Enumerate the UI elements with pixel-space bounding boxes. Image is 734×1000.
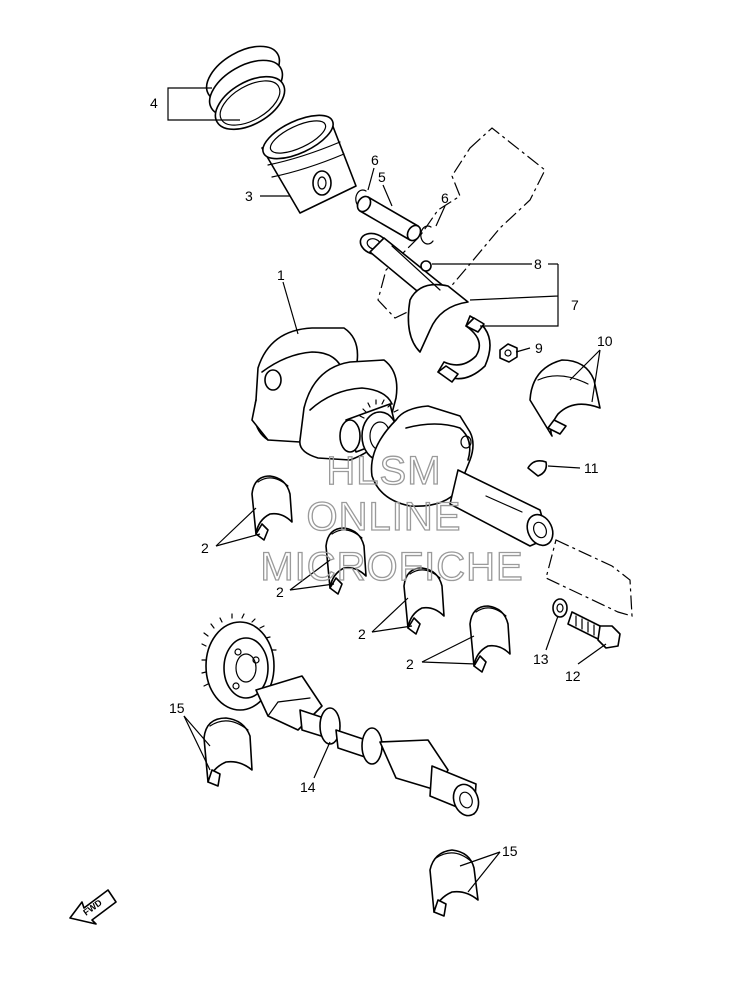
main-bearing-2 bbox=[325, 527, 367, 595]
conrod-outline-dashed bbox=[377, 127, 546, 319]
balancer-bearing-1 bbox=[203, 717, 253, 787]
callout-8: 8 bbox=[534, 256, 542, 272]
watermark-line-1: HLSM bbox=[326, 449, 441, 493]
rod-cap bbox=[437, 315, 491, 383]
callout-13: 13 bbox=[533, 651, 549, 667]
callout-11: 11 bbox=[584, 460, 599, 476]
connecting-rod bbox=[359, 232, 469, 353]
watermark-line-3: MICROFICHE bbox=[260, 545, 523, 589]
callout-15-second: 15 bbox=[502, 843, 518, 859]
balancer-shaft bbox=[201, 613, 480, 817]
callout-14: 14 bbox=[300, 779, 316, 795]
leader-lines bbox=[167, 87, 607, 893]
callout-12: 12 bbox=[565, 668, 581, 684]
woodruff-key bbox=[527, 460, 548, 477]
watermark: HLSM ONLINE MICROFICHE bbox=[260, 448, 524, 589]
main-bearing-4 bbox=[469, 605, 511, 673]
callout-5: 5 bbox=[378, 169, 386, 185]
crankshaft bbox=[251, 327, 554, 547]
main-bearing-3 bbox=[403, 567, 445, 635]
bolt-axis-dashed bbox=[545, 539, 633, 617]
piston bbox=[261, 114, 357, 214]
rod-nut bbox=[499, 343, 518, 363]
callout-6-left: 6 bbox=[371, 152, 379, 168]
callout-10: 10 bbox=[597, 333, 613, 349]
main-bearing-1 bbox=[251, 475, 293, 541]
big-end-bearing bbox=[529, 359, 601, 437]
callout-2-first: 2 bbox=[201, 540, 209, 556]
callout-4: 4 bbox=[150, 95, 158, 111]
callout-7: 7 bbox=[571, 297, 579, 313]
callout-2-third: 2 bbox=[358, 626, 366, 642]
washer bbox=[552, 598, 568, 618]
crank-bolt bbox=[567, 611, 621, 649]
callout-3: 3 bbox=[245, 188, 253, 204]
fwd-arrow: FWD bbox=[69, 889, 117, 925]
callout-15-first: 15 bbox=[169, 700, 185, 716]
callout-2-fourth: 2 bbox=[406, 656, 414, 672]
watermark-line-2: ONLINE bbox=[307, 495, 462, 539]
callout-9: 9 bbox=[535, 340, 543, 356]
callout-labels: 4 3 6 5 6 8 7 9 10 1 11 2 2 2 2 13 12 15… bbox=[150, 95, 613, 859]
balancer-bearing-2 bbox=[429, 849, 479, 917]
circlip-right bbox=[420, 225, 434, 245]
callout-6-right: 6 bbox=[441, 190, 449, 206]
piston-rings bbox=[205, 45, 286, 131]
piston-pin bbox=[356, 195, 422, 242]
callout-1: 1 bbox=[277, 267, 285, 283]
callout-2-second: 2 bbox=[276, 584, 284, 600]
